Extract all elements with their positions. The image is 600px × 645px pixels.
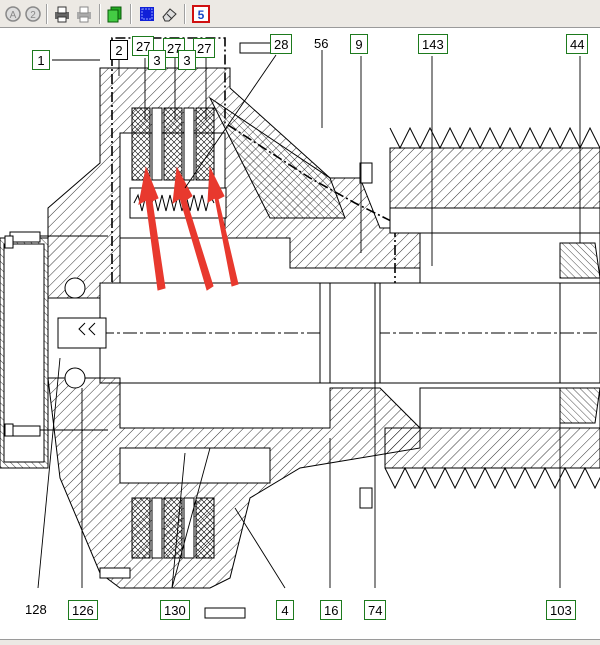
callout-9[interactable]: 9 — [350, 34, 368, 54]
red-arrow-1 — [138, 166, 166, 291]
print-button[interactable] — [51, 3, 73, 25]
toolbar: A 2 5 — [0, 0, 600, 28]
print-preview-button[interactable] — [73, 3, 95, 25]
pulley-upper — [389, 126, 600, 284]
red-arrow-2 — [172, 166, 214, 291]
assembly-drawing — [0, 37, 600, 619]
callout-3a[interactable]: 3 — [148, 50, 166, 70]
label-56[interactable]: 56 — [314, 36, 329, 51]
zoom-out-icon: 2 — [25, 6, 41, 22]
callout-126[interactable]: 126 — [68, 600, 98, 620]
callout-2[interactable]: 2 — [110, 40, 128, 60]
highlight-arrows — [138, 166, 239, 291]
svg-text:2: 2 — [30, 10, 36, 21]
label-128[interactable]: 128 — [25, 602, 47, 617]
print-icon — [55, 6, 69, 23]
eraser-icon — [162, 8, 177, 22]
copy-button[interactable] — [104, 3, 126, 25]
main-shaft — [99, 282, 600, 384]
copy-icon — [107, 6, 122, 23]
leader-lines — [37, 50, 581, 589]
callout-44[interactable]: 44 — [566, 34, 589, 54]
bolts — [4, 42, 373, 619]
pulley-lower — [384, 387, 600, 490]
zoom-in-icon: A — [5, 6, 21, 22]
parts-diagram-canvas: 1 2 27 27 27 3 3 28 56 9 143 44 128 126 … — [0, 28, 600, 639]
lower-housing — [47, 377, 421, 589]
highlight-button[interactable] — [136, 3, 158, 25]
callout-4[interactable]: 4 — [276, 600, 294, 620]
zoom-out-button[interactable]: 2 — [22, 3, 44, 25]
callout-28[interactable]: 28 — [270, 34, 293, 54]
left-bearings — [57, 277, 107, 389]
svg-text:5: 5 — [198, 8, 205, 22]
svg-text:A: A — [10, 10, 17, 21]
parts-list-button[interactable]: 5 — [190, 3, 212, 25]
red-arrow-3 — [207, 166, 239, 287]
callout-27a[interactable]: 27 — [132, 36, 155, 56]
highlight-icon — [140, 7, 154, 21]
callout-27c[interactable]: 27 — [193, 38, 216, 58]
status-bar — [0, 639, 600, 645]
upper-friction-discs — [129, 107, 227, 219]
callout-103[interactable]: 103 — [546, 600, 576, 620]
print-preview-icon — [77, 6, 91, 23]
lower-friction-discs — [131, 497, 215, 559]
callout-3b[interactable]: 3 — [178, 50, 196, 70]
parts-list-icon: 5 — [192, 5, 210, 23]
callout-74[interactable]: 74 — [364, 600, 387, 620]
callout-143[interactable]: 143 — [418, 34, 448, 54]
callout-1[interactable]: 1 — [32, 50, 50, 70]
zoom-in-button[interactable]: A — [2, 3, 24, 25]
callout-16[interactable]: 16 — [320, 600, 343, 620]
eraser-button[interactable] — [158, 3, 180, 25]
callout-130[interactable]: 130 — [160, 600, 190, 620]
